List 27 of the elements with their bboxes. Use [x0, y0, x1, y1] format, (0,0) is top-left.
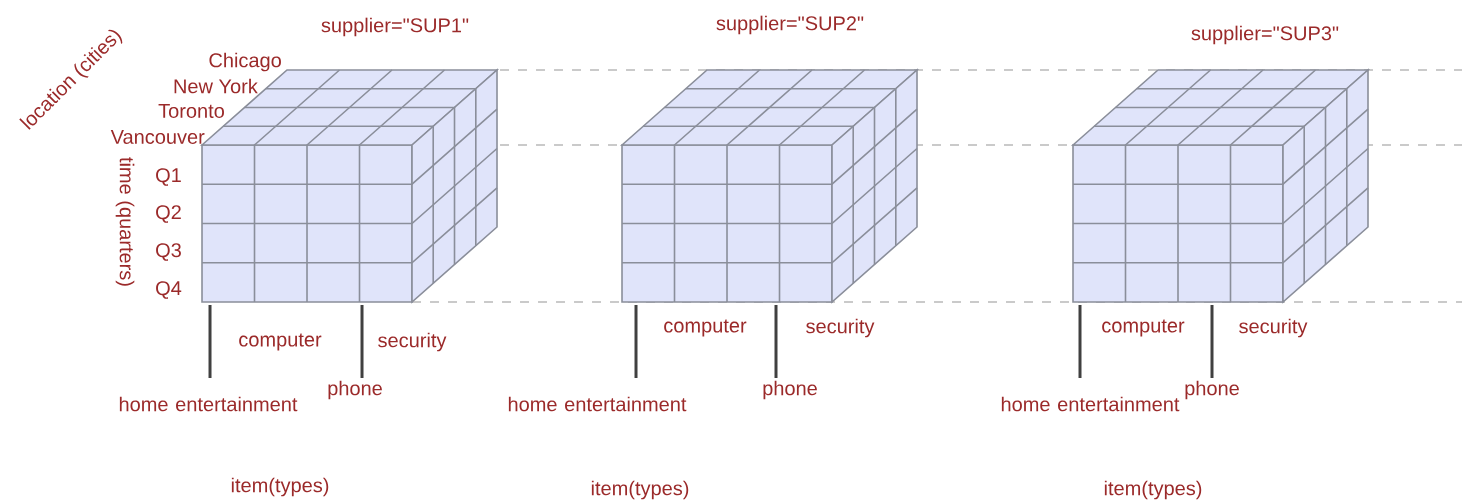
panel-title: supplier="SUP1"	[321, 17, 469, 37]
tick-label: security	[806, 318, 875, 338]
tick-label: home entertainment	[119, 396, 298, 412]
tick-label: Q2	[156, 205, 181, 223]
tick-label: security	[1239, 318, 1308, 338]
tick-label: phone	[1185, 380, 1239, 400]
axis-title: item(types)	[591, 480, 689, 500]
axis-title: time (quarters)	[115, 157, 135, 286]
axis-title: item(types)	[1104, 480, 1202, 500]
tick-label: Vancouver	[110, 130, 205, 144]
tick-label: home entertainment	[508, 396, 687, 412]
tick-label: Toronto	[158, 104, 224, 118]
panel-title: supplier="SUP3"	[1191, 25, 1339, 45]
tick-label: phone	[763, 380, 817, 400]
tick-label: Q3	[156, 243, 181, 261]
tick-label: Chicago	[209, 52, 281, 72]
tick-label: phone	[328, 380, 382, 400]
tick-label: security	[378, 332, 447, 352]
axis-title: item(types)	[231, 477, 329, 497]
tick-label: computer	[1102, 319, 1185, 337]
tick-label: Q4	[156, 281, 182, 299]
panel-title: supplier="SUP2"	[716, 15, 864, 35]
tick-label: New York	[174, 78, 258, 94]
tick-label: home entertainment	[1001, 396, 1180, 412]
tick-label: Q1	[156, 168, 181, 186]
tick-label: computer	[239, 333, 322, 351]
tick-label: computer	[664, 319, 747, 337]
